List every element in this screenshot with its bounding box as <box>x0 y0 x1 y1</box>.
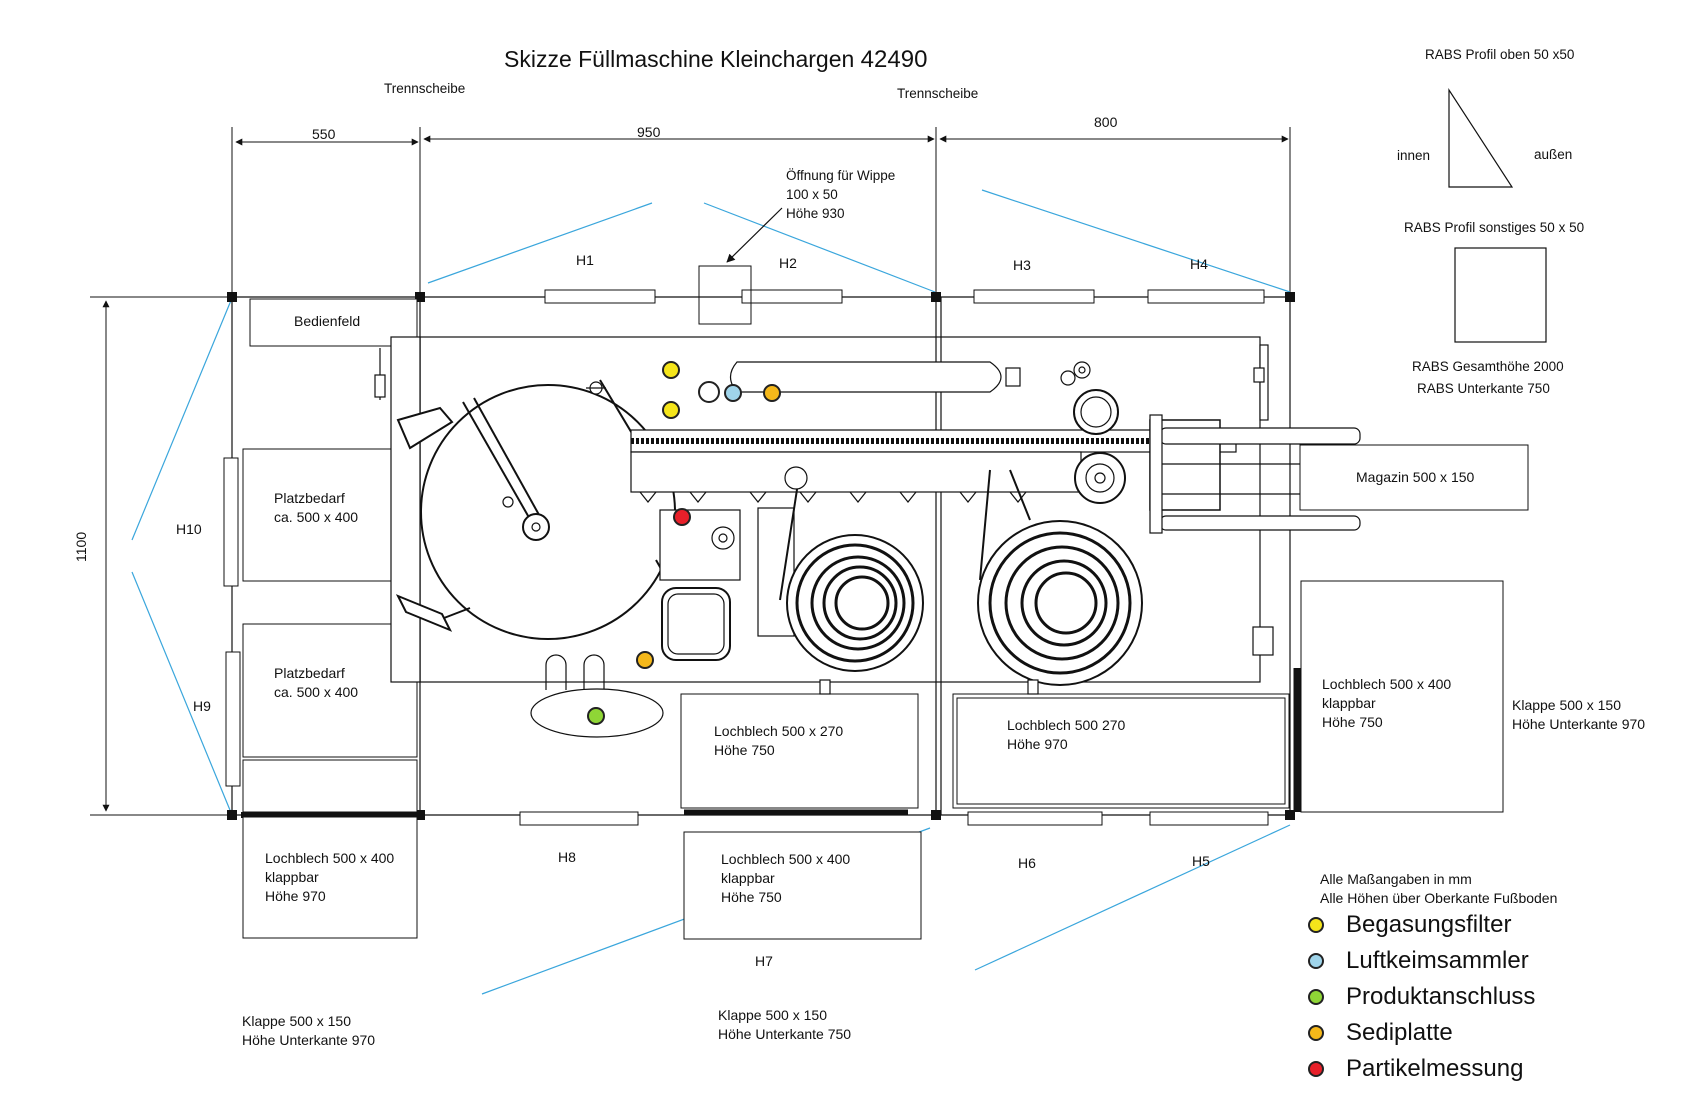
sketch-title: Skizze Füllmaschine Kleinchargen 42490 <box>504 46 927 74</box>
rabs-posts <box>227 292 1295 820</box>
legend: Begasungsfilter Luftkeimsammler Produkta… <box>1308 907 1535 1087</box>
lochblech-bottom-mid-label: Lochblech 500 x 400 klappbar Höhe 750 <box>721 851 851 905</box>
magazin-label: Magazin 500 x 150 <box>1356 469 1475 485</box>
square-profile-icon <box>1454 247 1547 343</box>
title-text: Skizze Füllmaschine Kleinchargen <box>504 46 855 72</box>
bedienfeld-label: Bedienfeld <box>294 313 361 329</box>
title-number: 42490 <box>860 46 928 73</box>
glove-ports <box>223 207 1269 826</box>
platzbedarf-box-bottom <box>242 623 418 758</box>
begasungsfilter-point <box>763 384 781 402</box>
lochblech-right-270-label: Lochblech 500 270 Höhe 970 <box>1007 717 1126 752</box>
legend-item-partikelmessung: Partikelmessung <box>1308 1051 1535 1087</box>
glove-label-h10: H10 <box>176 521 202 537</box>
machine <box>374 336 1361 738</box>
trennscheibe-left-label: Trennscheibe <box>384 81 466 96</box>
glove-label-h7: H7 <box>755 953 773 969</box>
legend-item-begasungsfilter: Begasungsfilter <box>1308 907 1535 943</box>
trennscheibe-right-label: Trennscheibe <box>897 86 979 101</box>
klappe-bottom-left-label: Klappe 500 x 150 Höhe Unterkante 970 <box>242 1013 376 1048</box>
klappe-right-label: Klappe 500 x 150 Höhe Unterkante 970 <box>1512 697 1646 732</box>
magazin-box <box>1299 444 1529 511</box>
dimension-800: 800 <box>1094 114 1118 130</box>
glove-port-h9 <box>225 651 241 787</box>
glove-port-h8 <box>519 811 639 826</box>
legend-item-produktanschluss: Produktanschluss <box>1308 979 1535 1015</box>
legend-item-luftkeimsammler: Luftkeimsammler <box>1308 943 1535 979</box>
rabs-profil-sonstiges-label: RABS Profil sonstiges 50 x 50 <box>1404 220 1585 235</box>
panels <box>242 298 1529 940</box>
glove-port-h3 <box>973 289 1095 304</box>
platzbedarf-bottom-label: Platzbedarf ca. 500 x 400 <box>274 665 359 700</box>
wippe-opening <box>698 265 752 325</box>
legend-label: Begasungsfilter <box>1346 911 1512 938</box>
legend-label: Luftkeimsammler <box>1346 947 1529 974</box>
produktanschluss-point <box>587 707 605 725</box>
glove-port-h10 <box>223 457 239 587</box>
rabs-profile-icons <box>1448 87 1547 343</box>
glove-label-h8: H8 <box>558 849 576 865</box>
rabs-gesamthoehe-label: RABS Gesamthöhe 2000 <box>1412 359 1564 374</box>
dimension-950: 950 <box>637 124 661 140</box>
glove-label-h5: H5 <box>1192 853 1210 869</box>
legend-label: Partikelmessung <box>1346 1055 1524 1082</box>
bedienfeld-panel <box>249 298 418 347</box>
dimension-1100: 1100 <box>73 531 89 562</box>
luftkeimsammler-point <box>724 384 742 402</box>
glove-label-h1: H1 <box>576 252 594 268</box>
lochblech-bottom-left <box>242 816 418 939</box>
lochblech-right-label: Lochblech 500 x 400 klappbar Höhe 750 <box>1322 676 1452 730</box>
product-tank <box>420 384 676 640</box>
rabs-profil-oben-label: RABS Profil oben 50 x50 <box>1425 47 1575 62</box>
glove-port-h1 <box>544 289 656 304</box>
begasungsfilter-point <box>662 401 680 419</box>
klappe-bottom-mid-label: Klappe 500 x 150 Höhe Unterkante 750 <box>718 1007 852 1042</box>
rabs-unterkante-label: RABS Unterkante 750 <box>1417 381 1550 396</box>
lochblech-right-270 <box>952 693 1290 809</box>
lochblech-bottom-mid <box>683 831 922 940</box>
platzbedarf-top-label: Platzbedarf ca. 500 x 400 <box>274 490 359 525</box>
platzbedarf-box-top <box>242 448 419 582</box>
yellow-dot-icon <box>1308 917 1324 933</box>
glove-label-h9: H9 <box>193 698 211 714</box>
glove-port-h6 <box>967 811 1103 826</box>
partikelmessung-point <box>673 508 691 526</box>
glove-label-h2: H2 <box>779 255 797 271</box>
legend-label: Sediplatte <box>1346 1019 1453 1046</box>
glove-port-h5 <box>1149 811 1269 826</box>
lochblech-middle <box>680 693 919 809</box>
measurement-notes: Alle Maßangaben in mm Alle Höhen über Ob… <box>1320 871 1558 906</box>
measurement-points <box>587 361 781 725</box>
begasungsfilter-point <box>662 361 680 379</box>
wippe-opening-label: Öffnung für Wippe 100 x 50 Höhe 930 <box>786 168 896 221</box>
glove-port-h4 <box>1147 289 1265 304</box>
glove-port-h2 <box>741 289 843 304</box>
orange-dot-icon <box>1308 1025 1324 1041</box>
glove-label-h3: H3 <box>1013 257 1031 273</box>
triangle-profile-icon <box>1448 87 1514 188</box>
lochblech-middle-label: Lochblech 500 x 270 Höhe 750 <box>714 723 844 758</box>
glove-label-h6: H6 <box>1018 855 1036 871</box>
dimension-lines <box>90 127 1291 816</box>
rabs-innen-label: innen <box>1397 148 1431 163</box>
sediplatte-point <box>636 651 654 669</box>
light-blue-dot-icon <box>1308 953 1324 969</box>
rabs-aussen-label: außen <box>1534 147 1573 162</box>
legend-item-sediplatte: Sediplatte <box>1308 1015 1535 1051</box>
lochblech-bottom-left-label: Lochblech 500 x 400 klappbar Höhe 970 <box>265 850 395 904</box>
glove-guide-lines <box>131 189 1291 995</box>
glove-label-h4: H4 <box>1190 256 1208 272</box>
green-dot-icon <box>1308 989 1324 1005</box>
dimension-550: 550 <box>312 126 336 142</box>
legend-label: Produktanschluss <box>1346 983 1536 1010</box>
red-dot-icon <box>1308 1061 1324 1077</box>
lochblech-right <box>1300 580 1504 813</box>
